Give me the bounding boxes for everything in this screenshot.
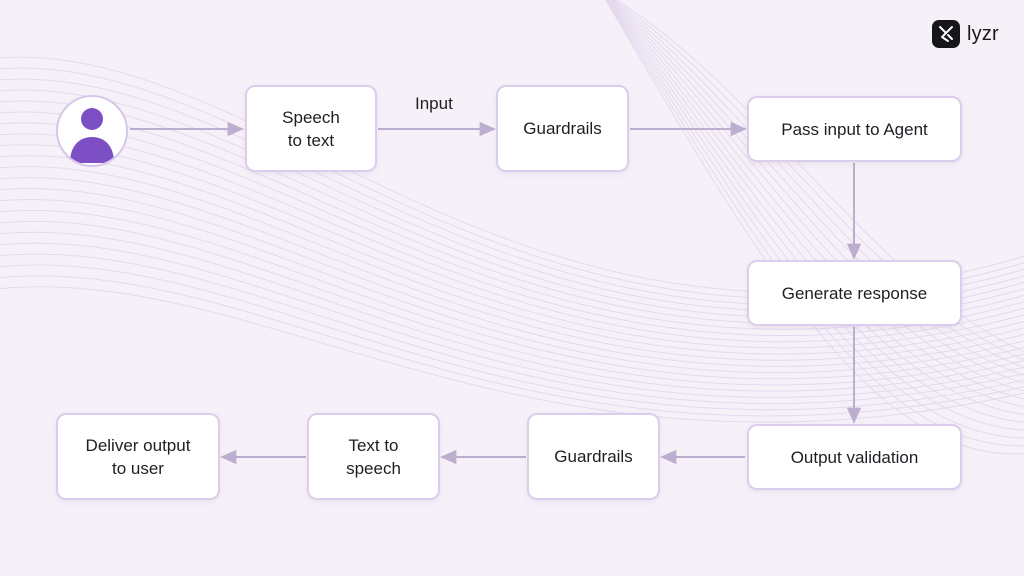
node-pass-input-to-agent: Pass input to Agent bbox=[747, 96, 962, 162]
node-speech-to-text: Speech to text bbox=[245, 85, 377, 172]
edge-label-input: Input bbox=[415, 94, 453, 113]
background-wave-line bbox=[0, 188, 1024, 367]
background-wave-line bbox=[0, 253, 1024, 405]
node-generate-response: Generate response bbox=[747, 260, 962, 326]
logo-text: lyzr bbox=[967, 22, 999, 45]
background-wave-line bbox=[0, 166, 1024, 355]
background-wave-line bbox=[609, 0, 1024, 384]
background-wave-line bbox=[612, 0, 1024, 368]
background-wave-line bbox=[609, 0, 1024, 392]
background-wave-line bbox=[0, 242, 1024, 398]
background-wave-line bbox=[0, 286, 1024, 423]
node-guardrails-output: Guardrails bbox=[527, 413, 660, 500]
background-wave-line bbox=[608, 0, 1024, 400]
node-text-to-speech: Text to speech bbox=[307, 413, 440, 500]
background-wave-line bbox=[613, 0, 1024, 361]
background-wave-line bbox=[610, 0, 1024, 376]
background-wave-line bbox=[0, 198, 1024, 374]
node-guardrails-input: Guardrails bbox=[496, 85, 629, 172]
background-waves bbox=[0, 0, 1024, 455]
background-wave-line bbox=[0, 264, 1024, 411]
lyzr-logo-icon bbox=[932, 20, 960, 48]
background-wave-line bbox=[0, 209, 1024, 380]
background-wave-line bbox=[0, 231, 1024, 392]
node-output-validation: Output validation bbox=[747, 424, 962, 490]
user-avatar bbox=[56, 95, 128, 167]
node-deliver-output: Deliver output to user bbox=[56, 413, 220, 500]
background-wave-line bbox=[605, 0, 1024, 455]
user-icon bbox=[70, 108, 114, 163]
lyzr-logo: lyzr bbox=[932, 20, 999, 48]
background-wave-line bbox=[0, 177, 1024, 361]
background-wave-line bbox=[0, 220, 1024, 386]
background-wave-line bbox=[615, 0, 1024, 353]
background-wave-line bbox=[0, 275, 1024, 417]
